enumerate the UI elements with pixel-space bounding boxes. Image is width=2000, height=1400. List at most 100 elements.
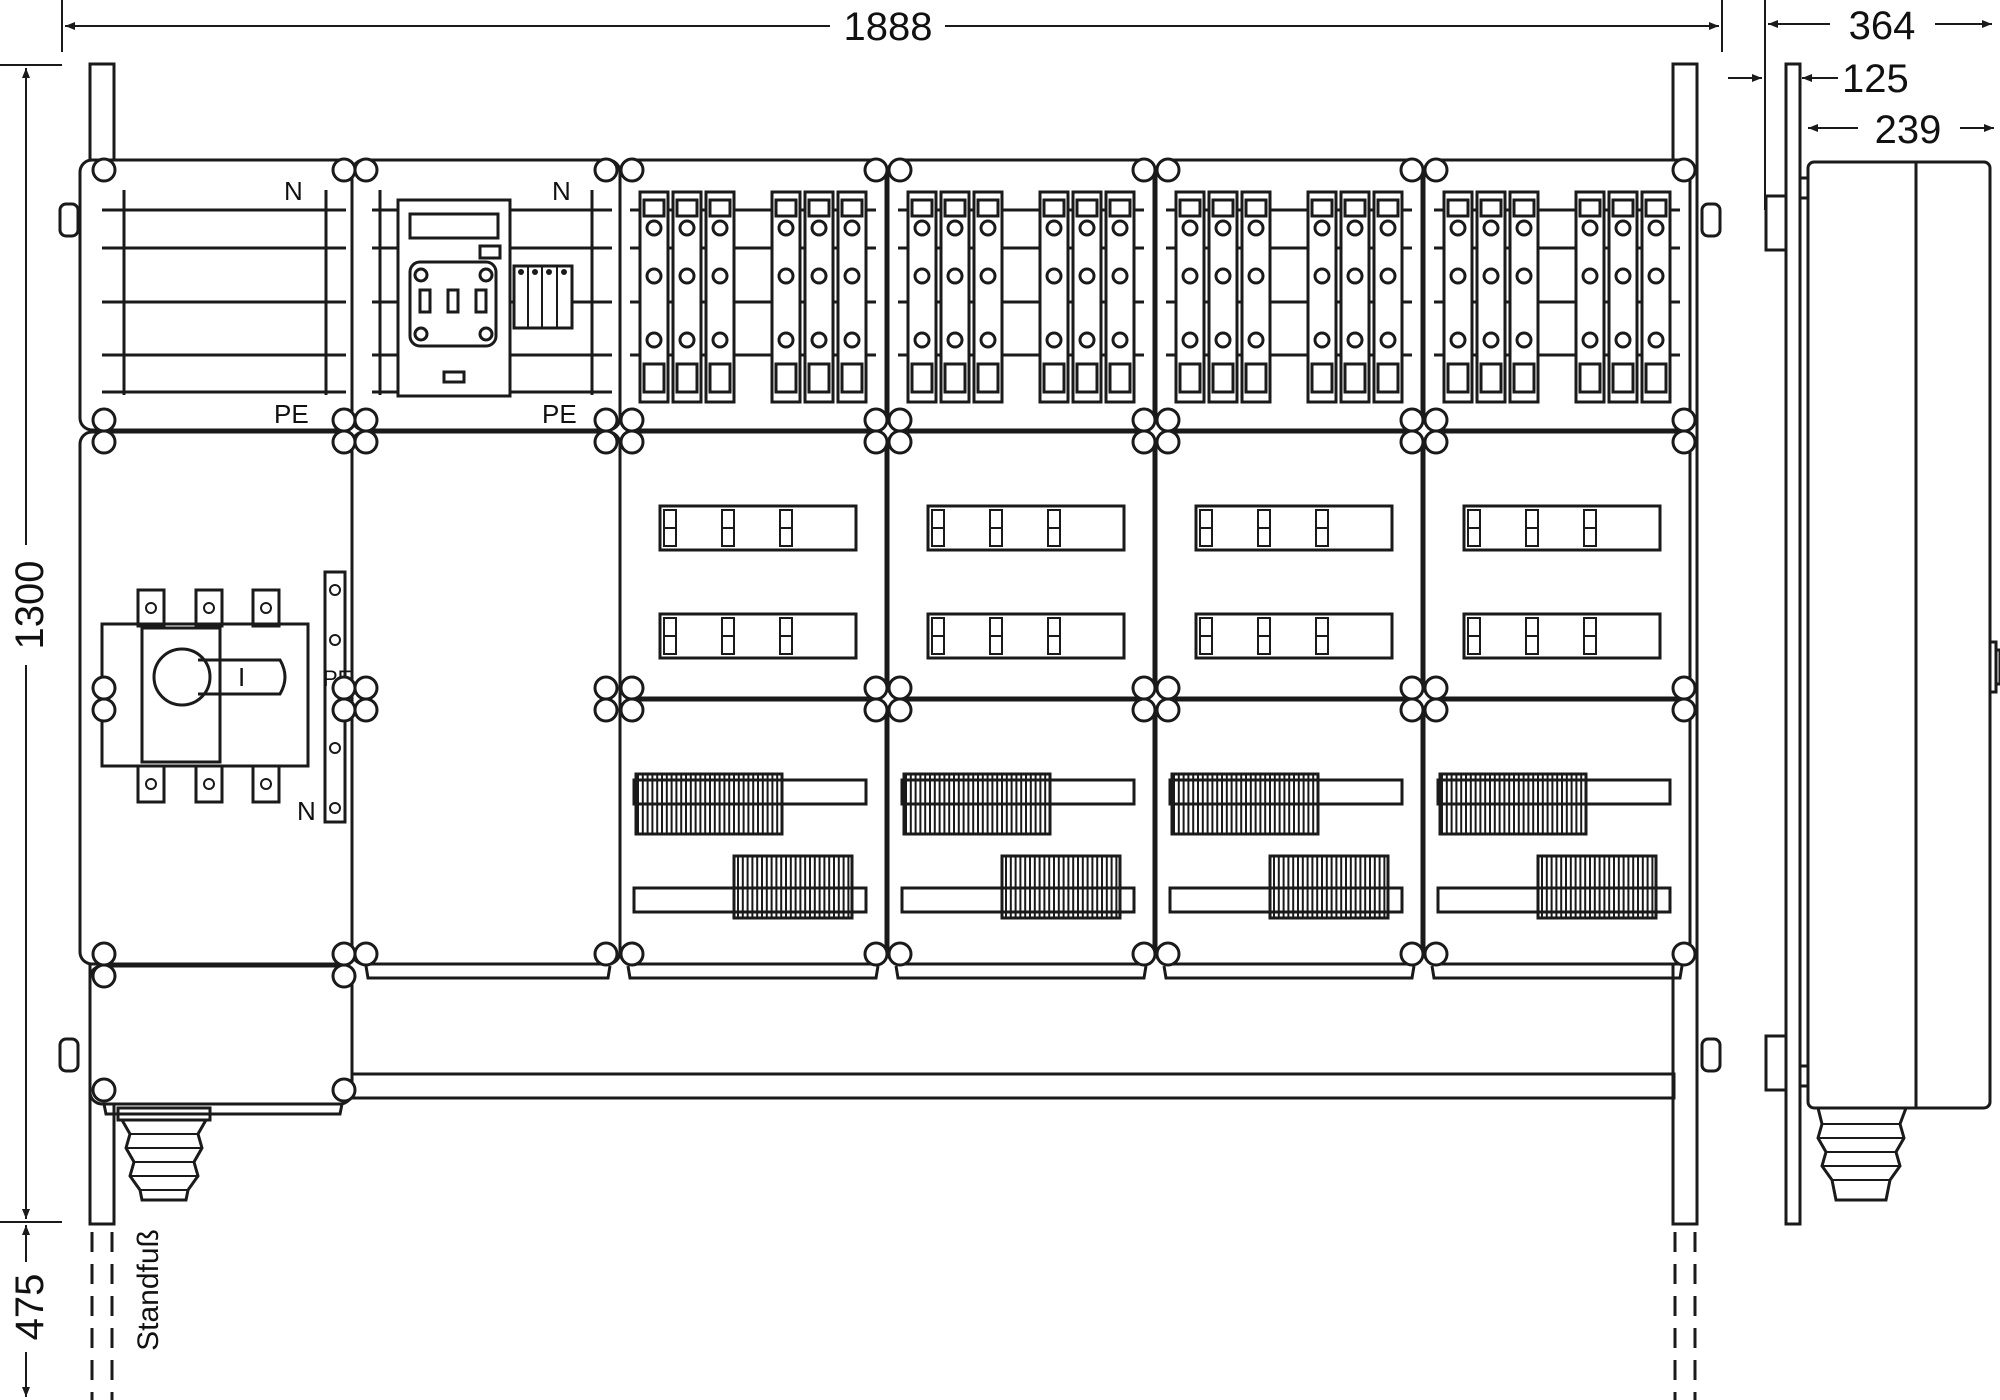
fuse-holder (1306, 190, 1338, 404)
terminal-strip-lower (632, 854, 868, 920)
screw-icon (619, 941, 645, 967)
screw-icon (887, 429, 913, 455)
terminal-columns (102, 158, 1692, 1116)
terminal-strip-lower (1436, 854, 1672, 920)
terminal-strip-upper (900, 772, 1136, 836)
dim-depth-frame-label: 125 (1842, 57, 1909, 101)
screw-icon (91, 941, 117, 967)
breaker-panel (618, 430, 888, 700)
breaker-panel (1154, 430, 1424, 700)
screw-icon (863, 429, 889, 455)
n-label-3: N (297, 796, 316, 826)
fuse-holder (770, 190, 802, 404)
lower-left-panel (88, 964, 354, 1106)
screw-icon (863, 941, 889, 967)
screw-icon (1399, 429, 1425, 455)
screw-icon (331, 157, 357, 183)
fuse-holder (704, 190, 736, 404)
screw-icon (593, 697, 619, 723)
screw-icon (1131, 407, 1157, 433)
foot-label: Standfuß (132, 1229, 165, 1351)
screw-icon (1131, 157, 1157, 183)
dim-width-label: 1888 (844, 5, 933, 49)
screw-icon (353, 157, 379, 183)
screw-icon (1671, 407, 1697, 433)
miniature-circuit-breaker (512, 264, 574, 330)
screw-icon (593, 941, 619, 967)
terminal-column-3 (1154, 158, 1424, 980)
fuse-holder (939, 190, 971, 404)
breaker-row (658, 612, 858, 660)
main-switch-panel (78, 430, 354, 966)
screw-icon (887, 941, 913, 967)
screw-icon (593, 429, 619, 455)
fuse-holder (972, 190, 1004, 404)
screw-icon (593, 407, 619, 433)
fuse-holder (1104, 190, 1136, 404)
screw-icon (331, 963, 357, 989)
busbar-panel-n-pe (78, 158, 354, 432)
clip-icon (1700, 1037, 1722, 1073)
screw-icon (1423, 697, 1449, 723)
fuse-holder (1508, 190, 1540, 404)
side-view (1764, 62, 1992, 1226)
fuse-holder (1038, 190, 1070, 404)
screw-icon (593, 675, 619, 701)
fuse-holder (1442, 190, 1474, 404)
screw-icon (887, 675, 913, 701)
screw-icon (1423, 157, 1449, 183)
screw-icon (331, 407, 357, 433)
fuse-holder (803, 190, 835, 404)
cable-gland-icon (116, 1106, 212, 1202)
screw-icon (1155, 407, 1181, 433)
switch-handle-icon (152, 647, 287, 707)
mounting-screws (58, 157, 1722, 1103)
side-bottom-gland-icon (1816, 1106, 1909, 1202)
terminal-column-1 (618, 158, 888, 980)
screw-icon (331, 697, 357, 723)
clip-icon (58, 202, 80, 238)
fuse-switch-disconnector (396, 198, 512, 398)
terminal-strip-upper (1436, 772, 1672, 836)
fuse-holder (1339, 190, 1371, 404)
screw-icon (1155, 675, 1181, 701)
screw-icon (1671, 941, 1697, 967)
fuse-holder (1071, 190, 1103, 404)
screw-icon (887, 407, 913, 433)
screw-icon (863, 675, 889, 701)
fuse-holder (1372, 190, 1404, 404)
pe-label-1: PE (274, 399, 309, 429)
terminal-strip-lower (900, 854, 1136, 920)
blank-panel (350, 430, 622, 966)
dim-depth-body-label: 239 (1875, 108, 1942, 152)
screw-icon (887, 697, 913, 723)
screw-icon (1423, 429, 1449, 455)
breaker-row (926, 504, 1126, 552)
fuse-holder (1174, 190, 1206, 404)
breaker-row (1194, 504, 1394, 552)
breaker-row (1462, 612, 1662, 660)
screw-icon (1423, 407, 1449, 433)
screw-icon (1671, 429, 1697, 455)
screw-icon (1399, 941, 1425, 967)
fuse-holder (906, 190, 938, 404)
screw-icon (353, 429, 379, 455)
screw-icon (619, 429, 645, 455)
terminal-strip-upper (632, 772, 868, 836)
screw-icon (863, 407, 889, 433)
screw-icon (619, 675, 645, 701)
screw-icon (887, 157, 913, 183)
breaker-row (658, 504, 858, 552)
screw-icon (331, 675, 357, 701)
screw-icon (1131, 941, 1157, 967)
breaker-panel (1422, 430, 1692, 700)
screw-icon (1155, 941, 1181, 967)
busbar-lines (102, 190, 346, 395)
screw-icon (863, 157, 889, 183)
screw-icon (1399, 675, 1425, 701)
breaker-row (1462, 504, 1662, 552)
fuse-holder (1240, 190, 1272, 404)
screw-icon (1155, 157, 1181, 183)
